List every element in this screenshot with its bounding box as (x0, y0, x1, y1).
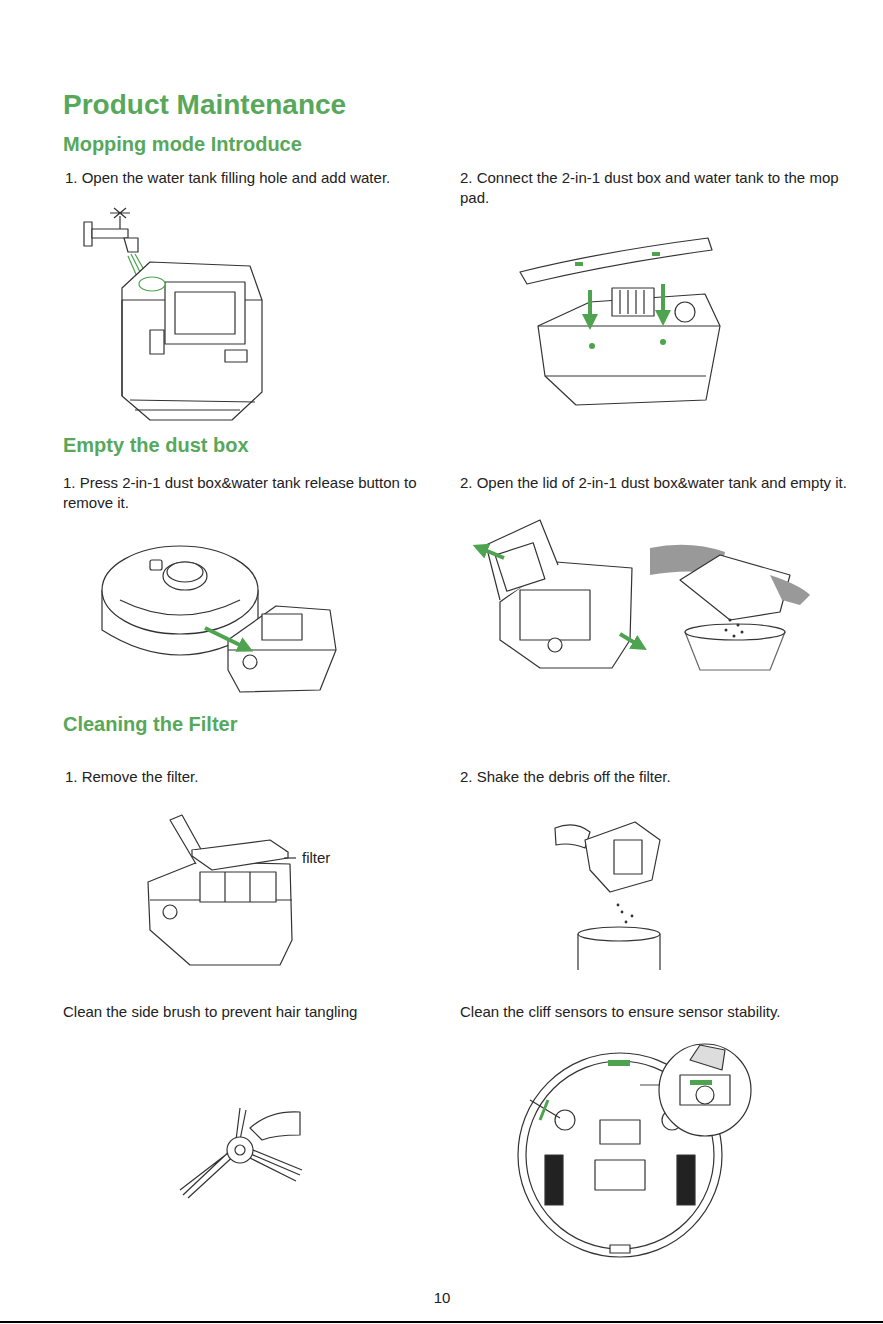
water-tank-fill-illustration (84, 208, 262, 420)
step-text: Clean the side brush to prevent hair tan… (63, 1002, 448, 1022)
text-frame: 1. Press 2-in-1 dust box&water tank rele… (63, 473, 448, 514)
section-heading: Cleaning the Filter (63, 711, 563, 738)
step-text: 1. Remove the filter. (65, 767, 450, 787)
step-text: Clean the cliff sensors to ensure sensor… (460, 1002, 870, 1022)
robot-remove-box-illustration (102, 546, 336, 692)
filter-illustration (148, 815, 296, 965)
text-frame: Empty the dust box (63, 432, 563, 459)
text-frame: filter (302, 848, 402, 868)
step-text: 2. Open the lid of 2-in-1 dust box&water… (460, 473, 860, 493)
step-text: 2. Connect the 2-in-1 dust box and water… (460, 168, 860, 209)
side-brush-illustration (180, 1108, 302, 1198)
empty-box-illustration (480, 520, 810, 670)
step-text: 1. Press 2-in-1 dust box&water tank rele… (63, 473, 448, 514)
page-title: Product Maintenance (63, 86, 663, 124)
page-number: 10 (420, 1288, 464, 1308)
text-frame: 2. Shake the debris off the filter. (460, 767, 860, 787)
step-text: 1. Open the water tank filling hole and … (65, 168, 450, 188)
text-frame: 1. Remove the filter. (65, 767, 450, 787)
text-frame: 1. Open the water tank filling hole and … (65, 168, 450, 188)
text-frame: Mopping mode Introduce (63, 131, 563, 158)
page-rule (0, 1321, 883, 1323)
text-frame: 10 (420, 1288, 464, 1308)
shake-filter-illustration (555, 822, 660, 970)
text-frame: 2. Open the lid of 2-in-1 dust box&water… (460, 473, 860, 493)
section-heading: Mopping mode Introduce (63, 131, 563, 158)
text-frame: Product Maintenance (63, 86, 663, 124)
text-frame: Clean the cliff sensors to ensure sensor… (460, 1002, 870, 1022)
section-heading: Empty the dust box (63, 432, 563, 459)
step-text: 2. Shake the debris off the filter. (460, 767, 860, 787)
text-frame: 2. Connect the 2-in-1 dust box and water… (460, 168, 860, 209)
cliff-sensor-illustration (518, 1044, 751, 1257)
part-label: filter (302, 848, 402, 868)
text-frame: Clean the side brush to prevent hair tan… (63, 1002, 448, 1022)
text-frame: Cleaning the Filter (63, 711, 563, 738)
mop-pad-illustration (520, 238, 720, 405)
